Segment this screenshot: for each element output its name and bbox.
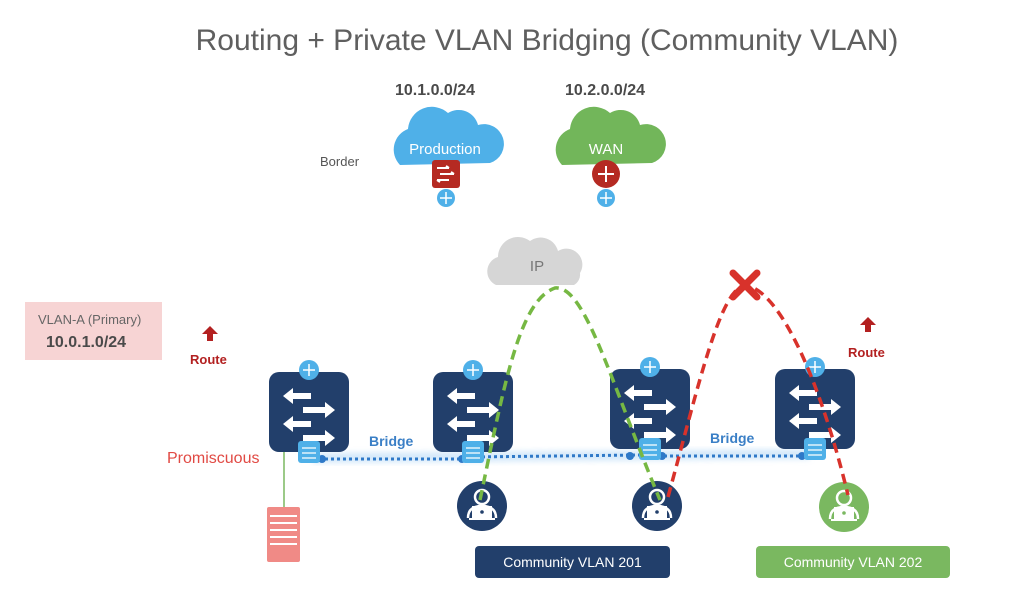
promiscuous-label: Promiscuous (167, 450, 260, 467)
wan-cloud-label: WAN (589, 141, 623, 158)
community-vlan-202-badge: Community VLAN 202 (756, 546, 950, 578)
fabric-switch-icon (775, 357, 855, 460)
production-switch-icon (432, 160, 460, 188)
route-up-arrow-icon (202, 326, 218, 341)
route-up-arrow-icon (860, 317, 876, 332)
fabric-switch-icon (433, 360, 513, 463)
ip-cloud-label: IP (530, 258, 544, 275)
primary-vlan-box (25, 302, 162, 360)
server-icon (267, 507, 300, 562)
ip-cloud: IP (487, 237, 583, 285)
border-label: Border (320, 154, 360, 169)
allowed-path (478, 286, 662, 501)
host-user-icon (457, 481, 507, 531)
production-subnet: 10.1.0.0/24 (395, 82, 476, 99)
production-cloud: Production (393, 106, 504, 165)
bridge-line (469, 453, 641, 459)
wan-subnet: 10.2.0.0/24 (565, 82, 646, 99)
primary-vlan-name: VLAN-A (Primary) (38, 312, 142, 327)
production-cloud-label: Production (409, 141, 481, 158)
fabric-switch-icon (610, 357, 690, 460)
bridge-endpoint (626, 452, 634, 460)
host-user-icon (819, 482, 869, 532)
bridge-label: Bridge (710, 430, 755, 446)
primary-vlan-subnet: 10.0.1.0/24 (46, 334, 127, 351)
production-edge-router-icon (437, 189, 455, 207)
host-user-icon (632, 481, 682, 531)
wan-router-icon (592, 160, 620, 188)
page-title: Routing + Private VLAN Bridging (Communi… (195, 24, 899, 57)
route-label: Route (190, 352, 227, 367)
community-vlan-201-badge: Community VLAN 201 (475, 546, 670, 578)
route-label: Route (848, 345, 885, 360)
fabric-switch-icon (269, 360, 349, 463)
wan-cloud: WAN (555, 106, 666, 165)
bridge-label: Bridge (369, 433, 414, 449)
blocked-x-icon (729, 269, 761, 301)
wan-edge-router-icon (597, 189, 615, 207)
